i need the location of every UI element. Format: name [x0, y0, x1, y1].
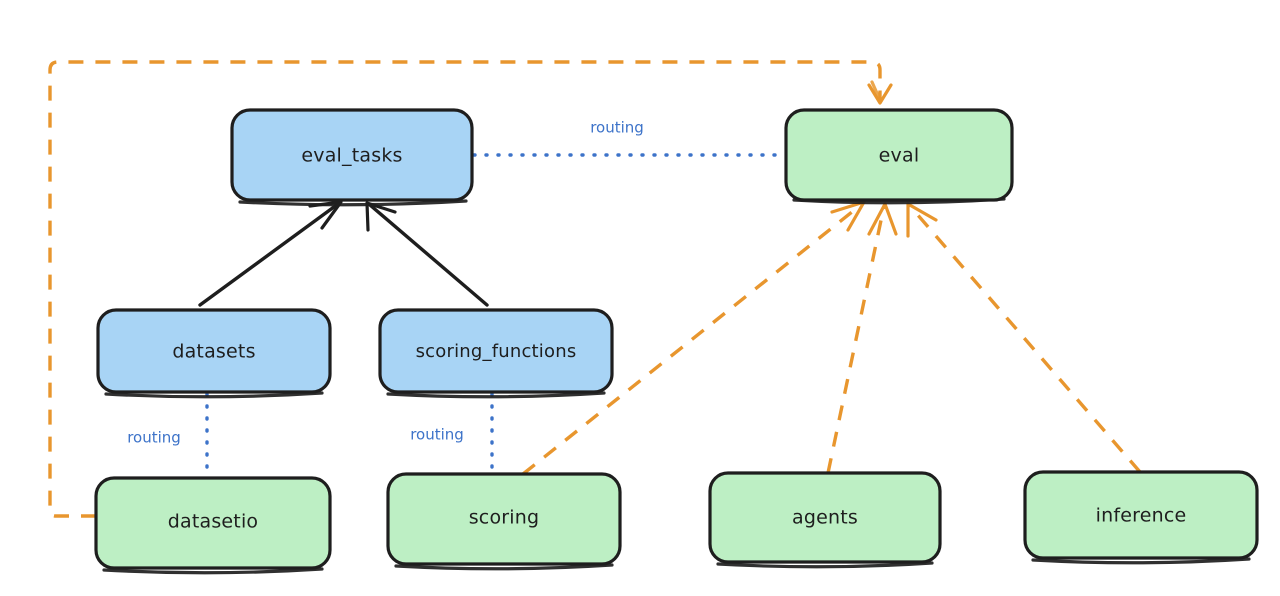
edge-scoring-eval-line [521, 202, 864, 476]
node-datasetio-shadow [102, 567, 324, 575]
edge-scoring-functions-eval-tasks [365, 201, 489, 307]
edge-label-routing-top: routing [590, 119, 644, 137]
edge-datasets-eval-tasks [198, 200, 343, 307]
node-datasetio-label: datasetio [168, 511, 259, 533]
node-inference-label: inference [1096, 505, 1187, 527]
node-scoring-functions-label: scoring_functions [416, 341, 577, 362]
node-inference-shadow [1031, 557, 1251, 565]
node-eval-box[interactable] [784, 108, 1014, 202]
node-datasets-label: datasets [172, 341, 255, 363]
node-agents-label: agents [792, 507, 858, 529]
node-datasetio-box[interactable] [94, 476, 332, 570]
edge-inference-eval [906, 202, 1142, 474]
edge-inference-eval-line [908, 204, 1142, 474]
edge-agents-eval-arrowhead [867, 202, 898, 236]
edge-agents-eval [826, 202, 898, 474]
node-scoring-label: scoring [469, 507, 540, 529]
edge-datasets-eval-tasks-line [198, 202, 340, 307]
edge-datasetio-eval [48, 60, 893, 518]
edge-scoring-functions-scoring-routing: routing [410, 392, 494, 474]
node-datasets-shadow [104, 391, 324, 399]
node-inference-box[interactable] [1023, 470, 1259, 560]
node-eval-tasks-shadow [238, 199, 468, 207]
node-eval-label: eval [879, 145, 920, 167]
node-eval-tasks-label: eval_tasks [301, 145, 402, 167]
edge-label-routing-scoring-functions: routing [410, 426, 464, 444]
node-inference[interactable]: inference [1023, 470, 1259, 565]
edge-datasets-datasetio-routing: routing [127, 392, 209, 478]
edge-label-routing-datasets: routing [127, 429, 181, 447]
edge-agents-eval-line [826, 205, 886, 474]
edge-eval-tasks-eval-routing: routing [472, 119, 786, 157]
node-scoring-functions-shadow [386, 391, 606, 399]
edge-scoring-functions-eval-tasks-arrowhead [365, 201, 397, 232]
edge-datasetio-eval-line [48, 60, 882, 518]
node-eval-tasks[interactable]: eval_tasks [230, 108, 474, 207]
edge-datasetio-eval-arrowhead-stem [870, 80, 882, 102]
node-scoring-functions[interactable]: scoring_functions [378, 308, 614, 399]
edge-scoring-functions-eval-tasks-line [368, 203, 489, 307]
node-datasets-box[interactable] [96, 308, 332, 394]
node-datasetio[interactable]: datasetio [94, 476, 332, 575]
node-scoring-shadow [394, 563, 614, 571]
node-agents[interactable]: agents [708, 471, 942, 569]
node-scoring[interactable]: scoring [386, 472, 622, 571]
node-datasets[interactable]: datasets [96, 308, 332, 399]
node-agents-shadow [716, 561, 934, 569]
node-eval-tasks-box[interactable] [230, 108, 474, 202]
edge-datasetio-eval-arrowhead [867, 83, 893, 105]
node-agents-box[interactable] [708, 471, 942, 564]
node-eval[interactable]: eval [784, 108, 1014, 205]
node-scoring-box[interactable] [386, 472, 622, 566]
node-scoring-functions-box[interactable] [378, 308, 614, 394]
